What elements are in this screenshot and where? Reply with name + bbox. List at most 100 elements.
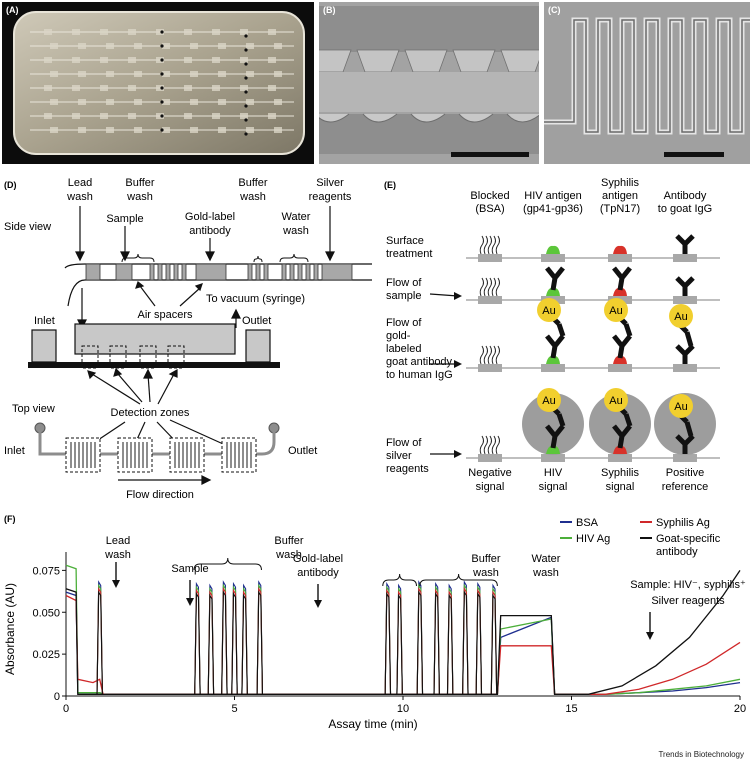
- chip-body: [13, 11, 305, 155]
- reagent-plug: [149, 263, 155, 281]
- chip-zone: [268, 57, 276, 63]
- chip-zone: [50, 71, 58, 77]
- y-axis-label: Absorbance (AU): [3, 583, 17, 675]
- e-row-label: sample: [386, 290, 421, 302]
- anti-goat-antibody: [675, 276, 695, 296]
- panel-d-schematic: (D) Lead wash Buffer wash Buffer wash Si…: [0, 176, 376, 506]
- syphilis-antigen: [613, 287, 627, 296]
- panel-label-d: (D): [4, 180, 17, 190]
- chip-zone: [246, 43, 254, 49]
- e-signal-label: HIV: [544, 467, 563, 479]
- panel-label-e: (E): [384, 180, 396, 190]
- chip-zone: [72, 29, 80, 35]
- bsa-blocker: [479, 345, 484, 365]
- bsa-blocker: [491, 345, 496, 365]
- chip-zone: [128, 29, 136, 35]
- sem-ridge-top: [319, 6, 539, 52]
- chip-channel-rows: [30, 29, 294, 136]
- lead-wash-annot: Lead: [106, 535, 130, 547]
- e-pad: [478, 254, 502, 262]
- human-antibody: [545, 334, 565, 359]
- e-column-header: Syphilis: [601, 177, 639, 189]
- sample-annot: Sample: [171, 563, 208, 575]
- chip-port: [160, 114, 164, 118]
- e-pad: [541, 254, 565, 262]
- chip-zone: [156, 57, 164, 63]
- wash-peak: [433, 591, 440, 695]
- gold-label-annot: antibody: [297, 567, 339, 579]
- y-tick-label: 0.025: [32, 649, 60, 661]
- chip-zone: [190, 99, 198, 105]
- sem-graphic: [308, 2, 544, 164]
- e-row-label: Flow of: [386, 317, 422, 329]
- wash-peak: [446, 593, 454, 695]
- chip-port: [160, 72, 164, 76]
- x-tick-label: 10: [397, 703, 409, 715]
- chip-zone: [240, 85, 248, 91]
- wash-peak: [462, 590, 469, 695]
- chip-zone: [44, 57, 52, 63]
- chip-zone: [162, 127, 170, 133]
- bsa-blocker: [479, 435, 484, 455]
- chip-zone: [78, 43, 86, 49]
- flow-direction-label: Flow direction: [126, 489, 194, 501]
- chip-photo-graphic: [13, 11, 305, 155]
- reagent-plug: [247, 263, 253, 281]
- syphilis-antigen: [613, 245, 627, 254]
- chip-zone: [100, 113, 108, 119]
- e-row-label: gold-: [386, 330, 411, 342]
- wash-peak: [96, 590, 103, 695]
- chip-zone: [162, 71, 170, 77]
- panel-label-b: (B): [323, 5, 336, 15]
- scale-bar-c: [664, 152, 724, 157]
- gold-label: Au: [542, 305, 555, 317]
- sample-condition-annot: Sample: HIV⁻, syphilis⁺: [630, 579, 746, 591]
- chip-port: [244, 76, 248, 80]
- e-signal-label: signal: [539, 481, 568, 493]
- outlet-label: Outlet: [242, 315, 271, 327]
- buffer-wash-2-annot: Buffer: [471, 553, 500, 565]
- panel-a-photo: (A): [2, 2, 314, 164]
- e-column-header: (gp41-gp36): [523, 203, 583, 215]
- chip-zone: [274, 71, 282, 77]
- chip-zone: [190, 43, 198, 49]
- e-pad: [541, 364, 565, 372]
- e-column-header: to goat IgG: [658, 203, 712, 215]
- annotation-arrowhead: [646, 632, 654, 640]
- panel-b-sem: (B): [308, 2, 544, 164]
- bsa-blocker: [491, 235, 496, 255]
- air-spacer-arrows: [77, 280, 241, 330]
- syphilis-antigen: [613, 355, 627, 364]
- e-row-arrow: [429, 293, 459, 297]
- legend-label: antibody: [656, 546, 698, 558]
- chip-zone: [50, 127, 58, 133]
- e-column-header: Antibody: [664, 190, 707, 202]
- sem-tooth: [458, 113, 494, 123]
- chip-port: [244, 118, 248, 122]
- chip-zone: [78, 99, 86, 105]
- silver-enhancement: [589, 393, 651, 455]
- water-wash-label-2: wash: [282, 225, 309, 237]
- chip-port: [160, 128, 164, 132]
- e-pad: [673, 454, 697, 462]
- chemistry-e: (E) Blocked(BSA)HIV antigen(gp41-gp36)Sy…: [384, 177, 720, 493]
- chip-zone: [212, 113, 220, 119]
- legend-label: Goat-specific: [656, 533, 721, 545]
- chip-port: [160, 58, 164, 62]
- reagent-plug: [313, 263, 319, 281]
- annotation-brace: [382, 573, 417, 587]
- chip-zone: [50, 43, 58, 49]
- chip-zone: [212, 57, 220, 63]
- legend-label: HIV Ag: [576, 533, 610, 545]
- chip-zone: [246, 99, 254, 105]
- buffer-wash-label-1b: wash: [126, 191, 153, 203]
- chip-zone: [184, 29, 192, 35]
- human-antibody: [545, 424, 565, 449]
- reagent-plug: [289, 263, 295, 281]
- chip-zone: [218, 127, 226, 133]
- air-spacers-label: Air spacers: [137, 309, 193, 321]
- wash-peak: [194, 591, 201, 695]
